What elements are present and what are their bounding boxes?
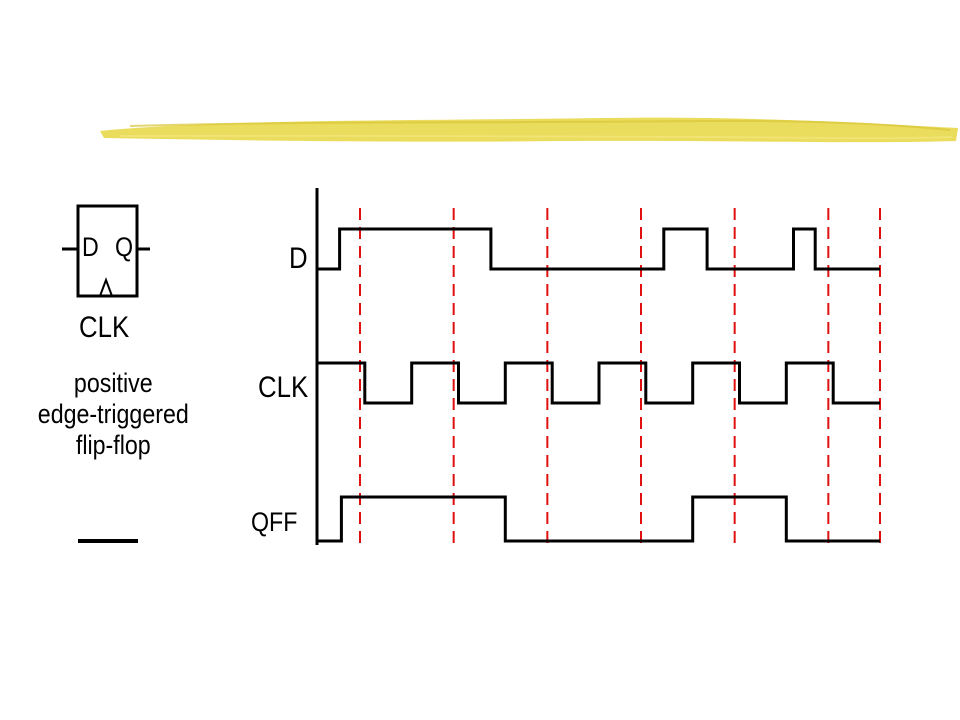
clk-pin-label: CLK (79, 311, 130, 344)
flip-flop-caption: positive edge-triggered flip-flop (27, 368, 199, 461)
signal-label-qff: QFF (251, 507, 298, 537)
signal-label-clk: CLK (258, 371, 309, 404)
q-pin-label: Q (115, 232, 134, 262)
caption-line-3: flip-flop (75, 430, 151, 460)
waveforms (318, 227, 880, 543)
d-pin-label: D (82, 232, 99, 262)
signal-label-d: D (289, 242, 308, 275)
flip-flop-symbol (62, 204, 150, 543)
waveform-clk (318, 361, 880, 405)
waveform-qff (318, 495, 880, 543)
waveform-d (318, 227, 880, 271)
accent-brush-bar (100, 117, 958, 143)
flip-flop-box (76, 204, 139, 298)
clock-edge-guides (359, 208, 881, 545)
caption-line-2: edge-triggered (37, 399, 189, 429)
clock-edge-triangle-icon (99, 277, 113, 297)
caption-line-1: positive (73, 368, 153, 398)
